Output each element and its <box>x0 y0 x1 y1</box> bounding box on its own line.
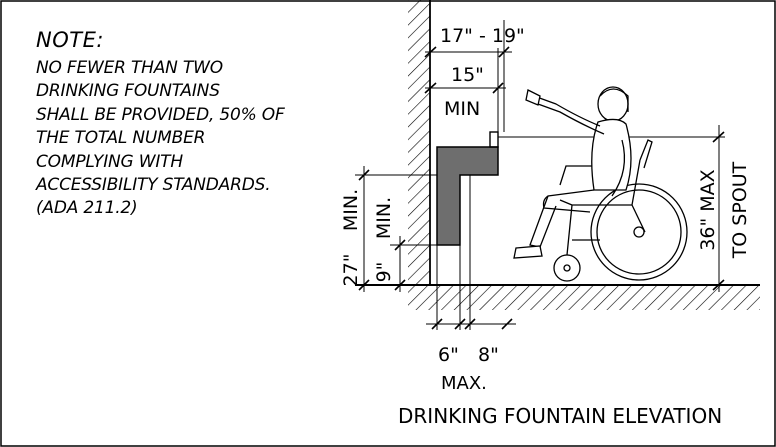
note-text: NO FEWER THAN TWO DRINKING FOUNTAINS SHA… <box>36 57 346 221</box>
note-line: ACCESSIBILITY STANDARDS. <box>36 175 271 196</box>
min-depth-unit-label: MIN <box>444 98 480 120</box>
projection-range-label: 17" - 19" <box>440 25 525 47</box>
note-line: SHALL BE PROVIDED, 50% OF <box>36 104 285 125</box>
drinking-fountain <box>436 131 499 246</box>
note-line: COMPLYING WITH <box>36 151 183 172</box>
spout-height-dimension <box>712 125 725 292</box>
diagram-caption: DRINKING FOUNTAIN ELEVATION <box>398 404 722 428</box>
note-line: NO FEWER THAN TWO <box>36 58 223 78</box>
min-depth-label: 15" <box>451 64 484 86</box>
knee-height-unit-label: MIN. <box>340 189 362 231</box>
projection-dimension <box>424 46 512 94</box>
toe-height-label: 9" <box>373 262 395 283</box>
height-dimensions <box>358 166 406 292</box>
wall <box>408 0 431 285</box>
floor <box>355 284 760 310</box>
wheelchair-user-icon <box>513 86 688 282</box>
knee-depth-label: 8" <box>478 344 499 366</box>
note-line: (ADA 211.2) <box>36 198 138 219</box>
knee-height-label: 27" <box>340 254 362 287</box>
note-line: DRINKING FOUNTAINS <box>36 81 220 102</box>
spout-height-note-label: TO SPOUT <box>729 161 751 259</box>
spout-height-label: 36" MAX <box>697 169 719 250</box>
depth-dimensions <box>426 318 516 330</box>
note-line: THE TOTAL NUMBER <box>36 128 206 149</box>
toe-depth-label: 6" <box>438 344 459 366</box>
depth-unit-label: MAX. <box>441 373 487 394</box>
note-title: NOTE: <box>36 28 104 52</box>
toe-height-unit-label: MIN. <box>373 197 395 239</box>
spout-icon <box>489 131 499 148</box>
